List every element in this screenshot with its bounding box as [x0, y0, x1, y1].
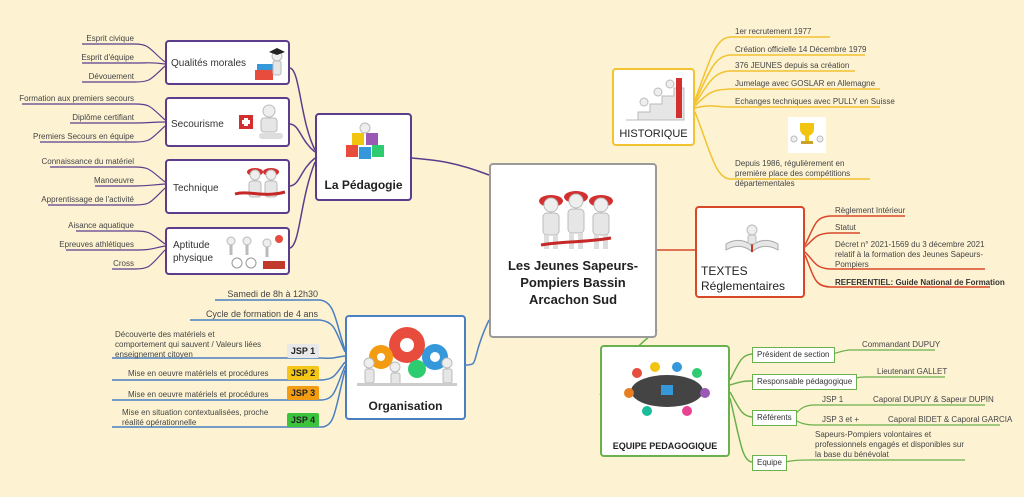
pedagogie-node[interactable]: La Pédagogie	[315, 113, 412, 201]
organisation-node[interactable]: Organisation	[345, 315, 466, 420]
equipe-box[interactable]: Equipe	[752, 455, 787, 471]
secourisme-item-3: Premiers Secours en équipe	[33, 132, 134, 141]
historique-item-1: 1er recrutement 1977	[735, 27, 812, 36]
responsable-box[interactable]: Responsable pédagogique	[752, 374, 858, 390]
equipe-title: EQUIPE PEDAGOGIQUE	[612, 441, 718, 451]
jsp2-text: Mise en oeuvre matériels et procédures	[128, 369, 269, 378]
historique-item-2: Création officielle 14 Décembre 1979	[735, 45, 867, 54]
jsp3-text: Mise en oeuvre matériels et procédures	[128, 390, 269, 399]
organisation-cycle: Cycle de formation de 4 ans	[205, 309, 318, 319]
jsp3-badge[interactable]: JSP 3	[287, 386, 319, 400]
firefighters-figure-icon	[539, 191, 613, 249]
qualites-label: Qualités morales	[171, 58, 247, 69]
aptitude-item-3: Cross	[113, 259, 134, 268]
hose-figure-icon	[234, 168, 286, 198]
qualites-item-2: Esprit d'équipe	[81, 53, 134, 62]
jsp1-text: Découverte des matériels et comportement…	[115, 330, 262, 359]
jsp4-text: Mise en situation contextualisées, proch…	[122, 408, 269, 427]
textes-title: TEXTES Réglementaires	[701, 264, 786, 293]
jsp2-badge[interactable]: JSP 2	[287, 366, 319, 380]
referents-jsp1: JSP 1	[822, 395, 844, 404]
textes-referentiel: REFERENTIEL: Guide National de Formation	[835, 278, 1005, 287]
puzzle-cubes-icon	[346, 122, 384, 159]
historique-node[interactable]: HISTORIQUE	[612, 68, 695, 146]
textes-item-1: Règlement Intérieur	[835, 206, 906, 215]
technique-label: Technique	[173, 183, 219, 194]
qualites-item-1: Esprit civique	[86, 34, 134, 43]
responsable-value: Lieutenant GALLET	[877, 367, 948, 376]
textes-item-2: Statut	[835, 223, 856, 232]
staircase-figure-icon	[626, 78, 685, 121]
historique-item-5: Echanges techniques avec PULLY en Suisse	[735, 97, 895, 106]
meeting-table-icon	[624, 362, 710, 416]
qualites-item-3: Dévouement	[88, 72, 134, 81]
secourisme-item-2: Diplôme certifiant	[72, 113, 134, 122]
historique-item-6: Depuis 1986, régulièrement en première p…	[735, 159, 851, 188]
textes-node[interactable]: TEXTES Réglementaires	[695, 206, 805, 298]
historique-item-3: 376 JEUNES depuis sa création	[735, 61, 850, 70]
technique-item-3: Apprentissage de l'activité	[41, 195, 134, 204]
referents-jsp1-value: Caporal DUPUY & Sapeur DUPIN	[873, 395, 994, 404]
qualites-node[interactable]: Qualités morales	[165, 40, 290, 85]
equipe-node[interactable]: EQUIPE PEDAGOGIQUE	[600, 345, 730, 457]
historique-item-4: Jumelage avec GOSLAR en Allemagne	[735, 79, 876, 88]
first-aid-figure-icon	[239, 104, 283, 139]
graduation-figure-icon	[255, 48, 285, 80]
jsp4-badge[interactable]: JSP 4	[287, 413, 319, 427]
secourisme-label: Secourisme	[171, 119, 224, 130]
pedagogie-title: La Pédagogie	[324, 178, 403, 192]
technique-node[interactable]: Technique	[165, 159, 290, 214]
technique-item-1: Connaissance du matériel	[41, 157, 135, 166]
athletics-figure-icon	[226, 235, 285, 269]
equipe-description: Sapeurs-Pompiers volontaires et professi…	[815, 430, 964, 459]
technique-item-2: Manoeuvre	[93, 176, 134, 185]
gears-team-icon	[357, 327, 457, 386]
aptitude-label: Aptitude physique	[173, 240, 214, 264]
secourisme-node[interactable]: Secourisme	[165, 97, 290, 147]
aptitude-node[interactable]: Aptitude physique	[165, 227, 290, 275]
referents-jsp3-value: Caporal BIDET & Caporal GARCIA	[888, 415, 1013, 424]
referents-jsp3: JSP 3 et +	[822, 415, 859, 424]
organisation-title: Organisation	[368, 399, 443, 413]
open-book-icon	[725, 224, 779, 253]
trophy-icon	[788, 117, 826, 153]
textes-item-3: Décret n° 2021-1569 du 3 décembre 2021 r…	[835, 240, 985, 269]
secourisme-item-1: Formation aux premiers secours	[19, 94, 134, 103]
center-title: Les Jeunes Sapeurs-Pompiers Bassin Arcac…	[507, 258, 639, 307]
referents-box[interactable]: Référents	[752, 410, 797, 426]
president-box[interactable]: Président de section	[752, 347, 835, 363]
organisation-schedule: Samedi de 8h à 12h30	[227, 289, 318, 299]
aptitude-item-1: Aisance aquatique	[68, 221, 134, 230]
jsp1-badge[interactable]: JSP 1	[287, 344, 319, 358]
president-value: Commandant DUPUY	[862, 340, 941, 349]
historique-title: HISTORIQUE	[619, 128, 688, 140]
aptitude-item-2: Epreuves athlétiques	[59, 240, 134, 249]
center-node[interactable]: Les Jeunes Sapeurs-Pompiers Bassin Arcac…	[489, 163, 657, 338]
